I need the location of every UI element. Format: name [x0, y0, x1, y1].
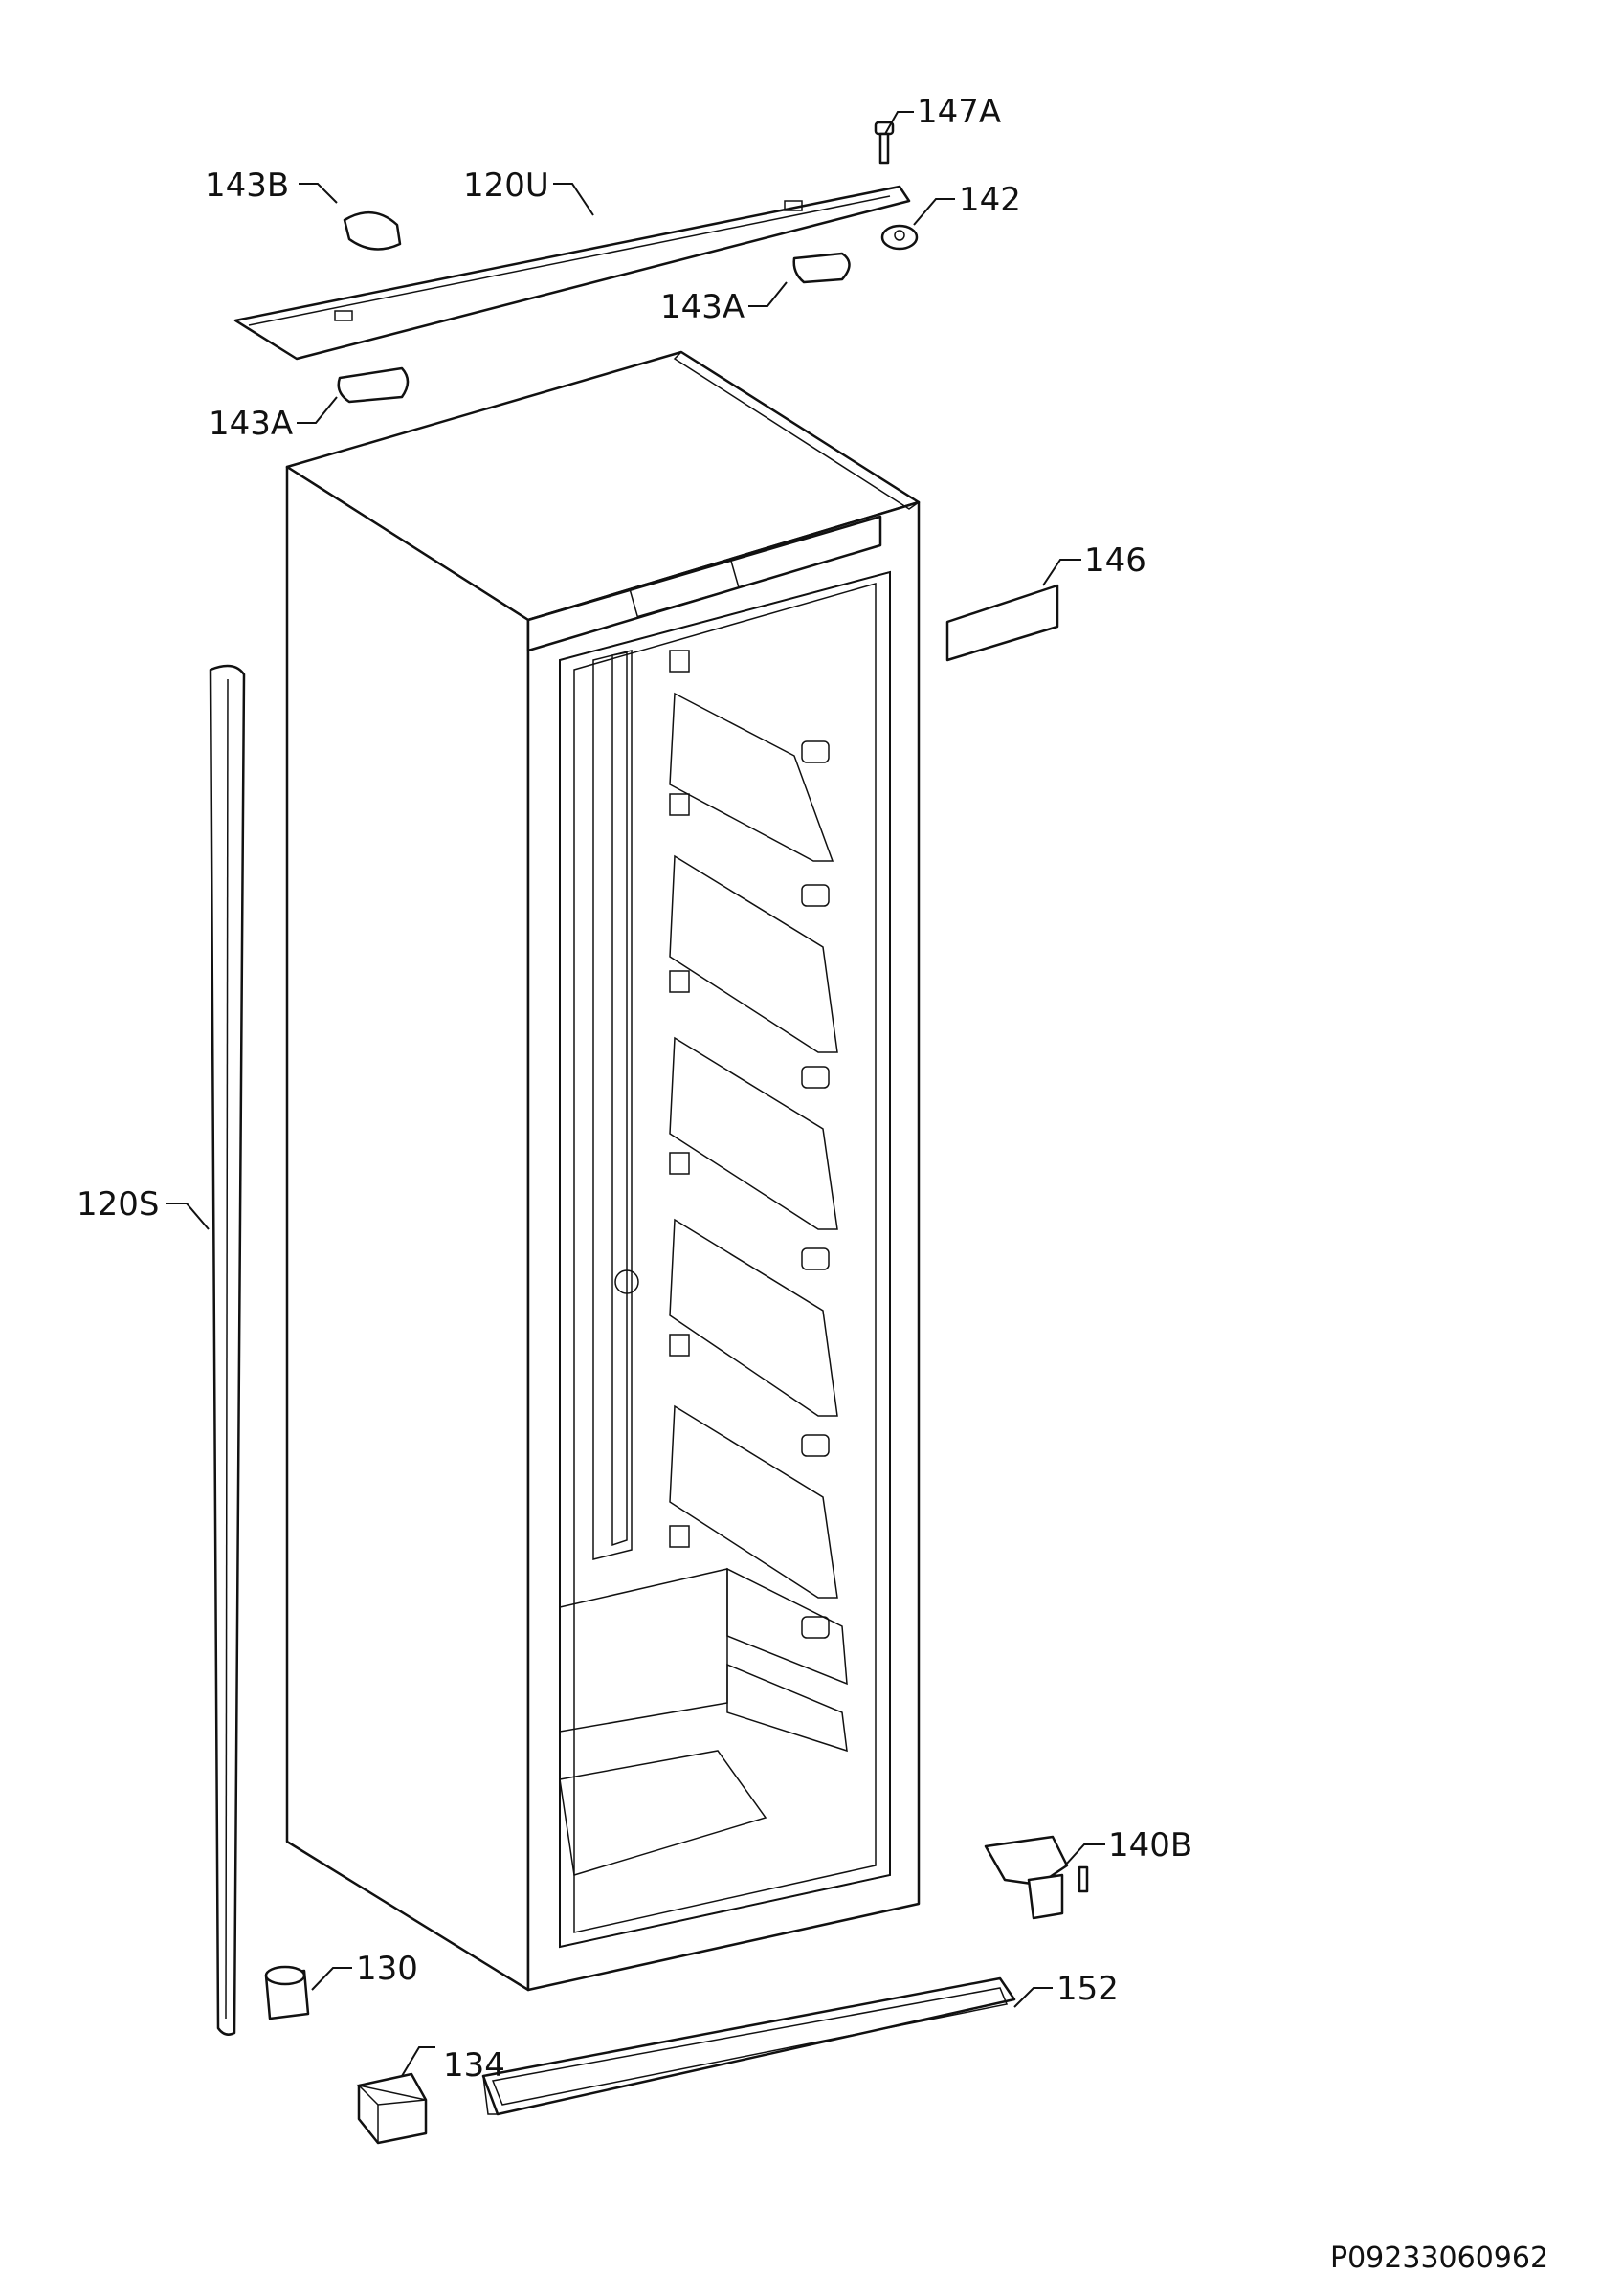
label-143a-left: 143A	[209, 405, 293, 443]
leader-lines	[166, 111, 1105, 2077]
label-120s: 120S	[77, 1185, 159, 1224]
label-152: 152	[1056, 1970, 1119, 2008]
label-143a-right: 143A	[660, 288, 745, 326]
label-142: 142	[959, 181, 1021, 219]
label-120u: 120U	[463, 166, 549, 205]
label-146: 146	[1084, 541, 1146, 580]
label-134: 134	[443, 2046, 505, 2085]
rating-plate-146	[945, 584, 1059, 662]
side-trim-120s	[209, 664, 246, 2036]
top-bracket-120u	[233, 185, 911, 361]
cap-143b	[343, 210, 402, 251]
spacer-block-134	[356, 2072, 428, 2145]
label-143b: 143B	[205, 166, 289, 205]
cabinet-body	[285, 350, 921, 1992]
hinge-cap-142	[880, 224, 919, 251]
label-140b: 140B	[1108, 1826, 1192, 1865]
part-labels: 147A 143B 120U 142 143A 143A 146 120S 14…	[77, 93, 1192, 2085]
shelf-supports	[669, 650, 848, 1753]
bottom-hinge-140b	[984, 1835, 1089, 1920]
screw-147a	[874, 121, 895, 165]
label-147a: 147A	[917, 93, 1001, 131]
clip-143a-left	[337, 366, 410, 404]
document-number: P09233060962	[1330, 2241, 1548, 2275]
plinth-grille-152	[481, 1976, 1016, 2116]
label-130: 130	[356, 1950, 418, 1988]
clip-143a-right	[792, 252, 851, 284]
adjustable-foot-130	[264, 1965, 310, 2020]
